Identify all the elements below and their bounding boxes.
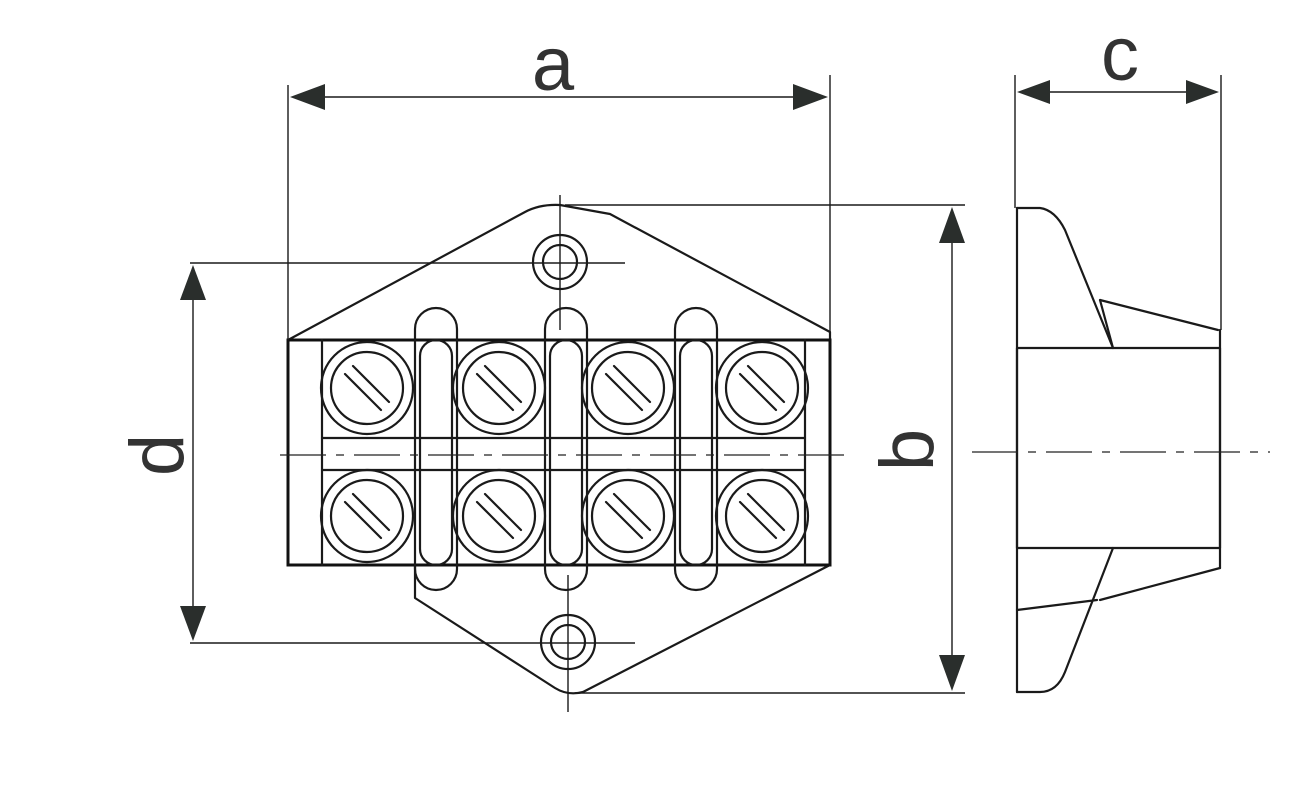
screw-terminals [319, 340, 810, 564]
screw-head [461, 350, 537, 426]
dimension-label-a: a [532, 22, 575, 107]
screw-head [329, 478, 405, 554]
screw-outer-ring [580, 340, 676, 436]
separator-rib-inner [678, 338, 714, 567]
dimension-b: b [565, 204, 965, 694]
side-flange-bottom [1098, 566, 1222, 602]
screw-head [590, 478, 666, 554]
separator-rib-inner [418, 338, 454, 567]
screw-slot-line [343, 500, 383, 540]
screw-outer-ring [451, 468, 547, 564]
screw-outer-ring [319, 468, 415, 564]
arrow-head [1186, 80, 1219, 104]
screw-slot-line [483, 492, 523, 532]
screw-terminal [714, 468, 810, 564]
screw-slot-line [343, 372, 383, 412]
screw-slot-line [746, 492, 786, 532]
arrow-head [939, 207, 965, 243]
dimension-c: c [1014, 12, 1222, 330]
screw-head [724, 350, 800, 426]
dimension-a: a [287, 22, 831, 340]
side-outline-bottom [1015, 546, 1115, 694]
screw-outer-ring [451, 340, 547, 436]
separator-rib-inner [548, 338, 584, 567]
side-flange-top-edge [1098, 298, 1115, 350]
screw-slot-line [738, 500, 778, 540]
dimension-label-b: b [865, 429, 950, 471]
screw-terminal [451, 468, 547, 564]
screw-outer-ring [319, 340, 415, 436]
arrow-head [180, 265, 206, 300]
screw-terminal [580, 340, 676, 436]
screw-terminal [451, 340, 547, 436]
screw-outer-ring [714, 340, 810, 436]
screw-slot-line [475, 500, 515, 540]
screw-head [724, 478, 800, 554]
screw-slot-line [483, 364, 523, 404]
dimension-label-c: c [1101, 12, 1139, 97]
screw-terminal [319, 468, 415, 564]
arrow-head [939, 655, 965, 691]
arrow-head [1017, 80, 1050, 104]
screw-slot-line [351, 492, 391, 532]
screw-head [329, 350, 405, 426]
side-flange-top [1098, 298, 1220, 332]
screw-outer-ring [580, 468, 676, 564]
separator-ribs [413, 306, 719, 592]
screw-head [590, 350, 666, 426]
screw-head [461, 478, 537, 554]
front-view [280, 195, 845, 712]
separator-rib [413, 306, 459, 592]
screw-terminal [714, 340, 810, 436]
screw-slot-line [604, 500, 644, 540]
screw-terminal [580, 468, 676, 564]
terminal-body [286, 338, 832, 567]
dimension-label-d: d [115, 434, 200, 476]
screw-slot-line [746, 364, 786, 404]
screw-slot-line [612, 364, 652, 404]
screw-slot-line [738, 372, 778, 412]
side-outline [1015, 206, 1115, 350]
separator-rib [673, 306, 719, 592]
side-view [972, 206, 1270, 694]
separator-rib [543, 306, 589, 592]
screw-slot-line [612, 492, 652, 532]
arrow-head [793, 84, 828, 110]
dimension-d: d [115, 262, 635, 644]
screw-terminal [319, 340, 415, 436]
arrow-head [180, 606, 206, 641]
body-outline [286, 203, 832, 342]
screw-slot-line [351, 364, 391, 404]
screw-slot-line [604, 372, 644, 412]
screw-outer-ring [714, 468, 810, 564]
side-flange-bottom-line [1015, 598, 1099, 612]
screw-slot-line [475, 372, 515, 412]
side-body [1015, 346, 1222, 550]
body-outline-bottom [413, 563, 832, 695]
arrow-head [290, 84, 325, 110]
